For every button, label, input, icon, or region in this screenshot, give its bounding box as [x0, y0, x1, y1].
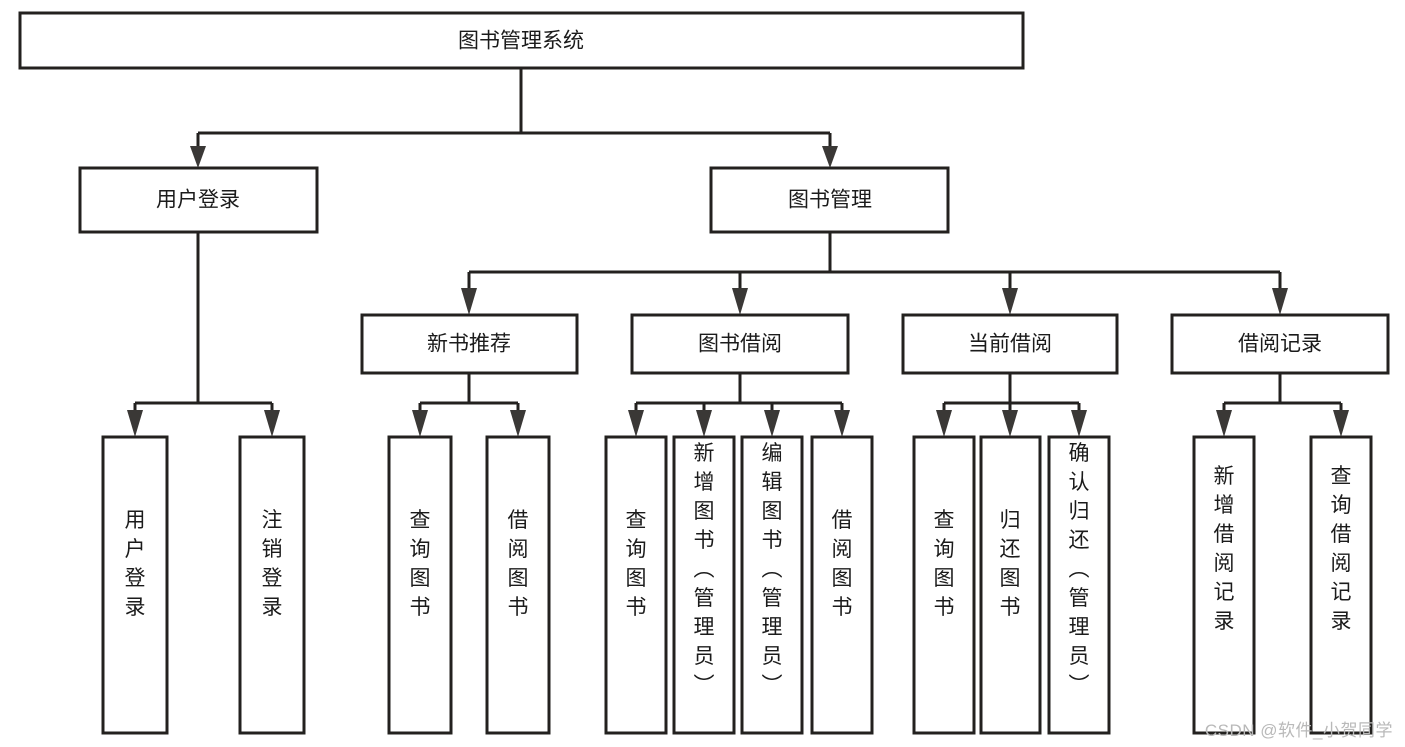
node-borrow-record-label: 借阅记录 [1238, 333, 1322, 356]
node-book-borrow-label: 图书借阅 [698, 333, 782, 356]
arrowhead-leaf-add-record [1216, 410, 1232, 437]
node-root-system-label: 图书管理系统 [458, 30, 584, 53]
node-new-book-recommend-box[interactable] [360, 313, 579, 375]
node-book-borrow[interactable]: 图书借阅 [630, 313, 850, 375]
leaf-confirm-return[interactable]: 确认归还︵管理员︶ [1047, 435, 1111, 735]
leaf-query-book-recommend-label: 查询图书 [410, 509, 431, 619]
leaf-query-book-borrow-label: 查询图书 [626, 509, 647, 619]
leaf-borrow-book-borrow-label: 借阅图书 [832, 509, 853, 619]
arrowhead-leaf-confirm-return [1071, 410, 1087, 437]
connector-group-bookborrow [628, 373, 850, 437]
csdn-watermark: CSDN @软件_小贺同学 [1204, 721, 1393, 740]
arrowhead-leaf-user-login [127, 410, 143, 437]
node-current-borrow-label: 当前借阅 [968, 333, 1052, 356]
arrowhead-bookmgmt [822, 146, 838, 168]
arrowhead-leaf-query-book-2 [628, 410, 644, 437]
leaf-add-book-label: 新增图书︵管理员︶ [694, 442, 715, 697]
arrowhead-newbook [461, 288, 477, 315]
arrowhead-leaf-query-book-1 [412, 410, 428, 437]
leaf-return-book-box[interactable] [979, 435, 1042, 735]
leaf-query-book-borrow[interactable]: 查询图书 [604, 435, 668, 735]
connector-group-root [190, 68, 838, 168]
leaf-return-book-label: 归还图书 [1000, 509, 1021, 619]
leaf-query-book-current-label: 查询图书 [934, 509, 955, 619]
leaf-query-book-current[interactable]: 查询图书 [912, 435, 976, 735]
node-borrow-record[interactable]: 借阅记录 [1170, 313, 1390, 375]
leaf-query-book-borrow-box[interactable] [604, 435, 668, 735]
leaf-add-borrow-record[interactable]: 新增借阅记录 [1192, 435, 1256, 735]
arrowhead-leaf-query-record [1333, 410, 1349, 437]
arrowhead-borrowrecord [1272, 288, 1288, 315]
leaf-query-borrow-record-box[interactable] [1309, 435, 1373, 735]
arrowhead-leaf-return-book [1002, 410, 1018, 437]
arrowhead-leaf-add-book [696, 410, 712, 437]
arrowhead-currentborrow [1002, 288, 1018, 315]
leaf-edit-book[interactable]: 编辑图书︵管理员︶ [740, 435, 804, 735]
leaf-return-book[interactable]: 归还图书 [979, 435, 1042, 735]
leaf-query-book-current-box[interactable] [912, 435, 976, 735]
node-current-borrow-box[interactable] [901, 313, 1119, 375]
leaf-query-book-recommend-box[interactable] [387, 435, 453, 735]
connector-group-borrowrecord [1216, 373, 1349, 437]
leaf-logout[interactable]: 注销登录 [238, 435, 306, 735]
arrowhead-leaf-query-book-3 [936, 410, 952, 437]
node-book-management-box[interactable] [709, 166, 950, 234]
node-user-login[interactable]: 用户登录 [78, 166, 319, 234]
node-borrow-record-box[interactable] [1170, 313, 1390, 375]
node-book-management[interactable]: 图书管理 [709, 166, 950, 234]
leaf-add-book-box[interactable] [672, 435, 736, 735]
leaf-edit-book-box[interactable] [740, 435, 804, 735]
leaf-confirm-return-box[interactable] [1047, 435, 1111, 735]
connector-group-bookmgmt [461, 232, 1288, 315]
arrowhead-userlogin [190, 146, 206, 168]
node-new-book-recommend-label: 新书推荐 [427, 333, 511, 356]
node-new-book-recommend[interactable]: 新书推荐 [360, 313, 579, 375]
connector-group-newbook [412, 373, 526, 437]
leaf-borrow-book-borrow-box[interactable] [810, 435, 874, 735]
leaf-query-borrow-record-label: 查询借阅记录 [1331, 465, 1352, 633]
arrowhead-leaf-borrow-book-1 [510, 410, 526, 437]
leaf-user-login-box[interactable] [101, 435, 169, 735]
leaf-query-book-recommend[interactable]: 查询图书 [387, 435, 453, 735]
connector-group-userlogin [127, 232, 280, 437]
node-user-login-box[interactable] [78, 166, 319, 234]
leaf-add-book[interactable]: 新增图书︵管理员︶ [672, 435, 736, 735]
leaf-borrow-book-recommend[interactable]: 借阅图书 [485, 435, 551, 735]
arrowhead-leaf-logout [264, 410, 280, 437]
node-root-system[interactable]: 图书管理系统 [18, 11, 1025, 70]
arrowhead-leaf-borrow-book-2 [834, 410, 850, 437]
arrowhead-bookborrow [732, 288, 748, 315]
leaf-borrow-book-recommend-label: 借阅图书 [508, 509, 529, 619]
leaf-borrow-book-recommend-box[interactable] [485, 435, 551, 735]
arrowhead-leaf-edit-book [764, 410, 780, 437]
leaf-confirm-return-label: 确认归还︵管理员︶ [1069, 442, 1090, 697]
leaf-logout-box[interactable] [238, 435, 306, 735]
node-user-login-label: 用户登录 [156, 189, 240, 212]
node-book-management-label: 图书管理 [788, 189, 872, 212]
node-book-borrow-box[interactable] [630, 313, 850, 375]
leaf-user-login-label: 用户登录 [125, 509, 146, 619]
leaf-query-borrow-record[interactable]: 查询借阅记录 [1309, 435, 1373, 735]
leaf-user-login[interactable]: 用户登录 [101, 435, 169, 735]
connector-group-currentborrow [936, 373, 1087, 437]
leaf-logout-label: 注销登录 [262, 509, 283, 619]
node-root-system-box[interactable] [18, 11, 1025, 70]
leaf-add-borrow-record-label: 新增借阅记录 [1214, 465, 1235, 633]
node-current-borrow[interactable]: 当前借阅 [901, 313, 1119, 375]
leaf-borrow-book-borrow[interactable]: 借阅图书 [810, 435, 874, 735]
leaf-add-borrow-record-box[interactable] [1192, 435, 1256, 735]
leaf-edit-book-label: 编辑图书︵管理员︶ [762, 442, 783, 697]
